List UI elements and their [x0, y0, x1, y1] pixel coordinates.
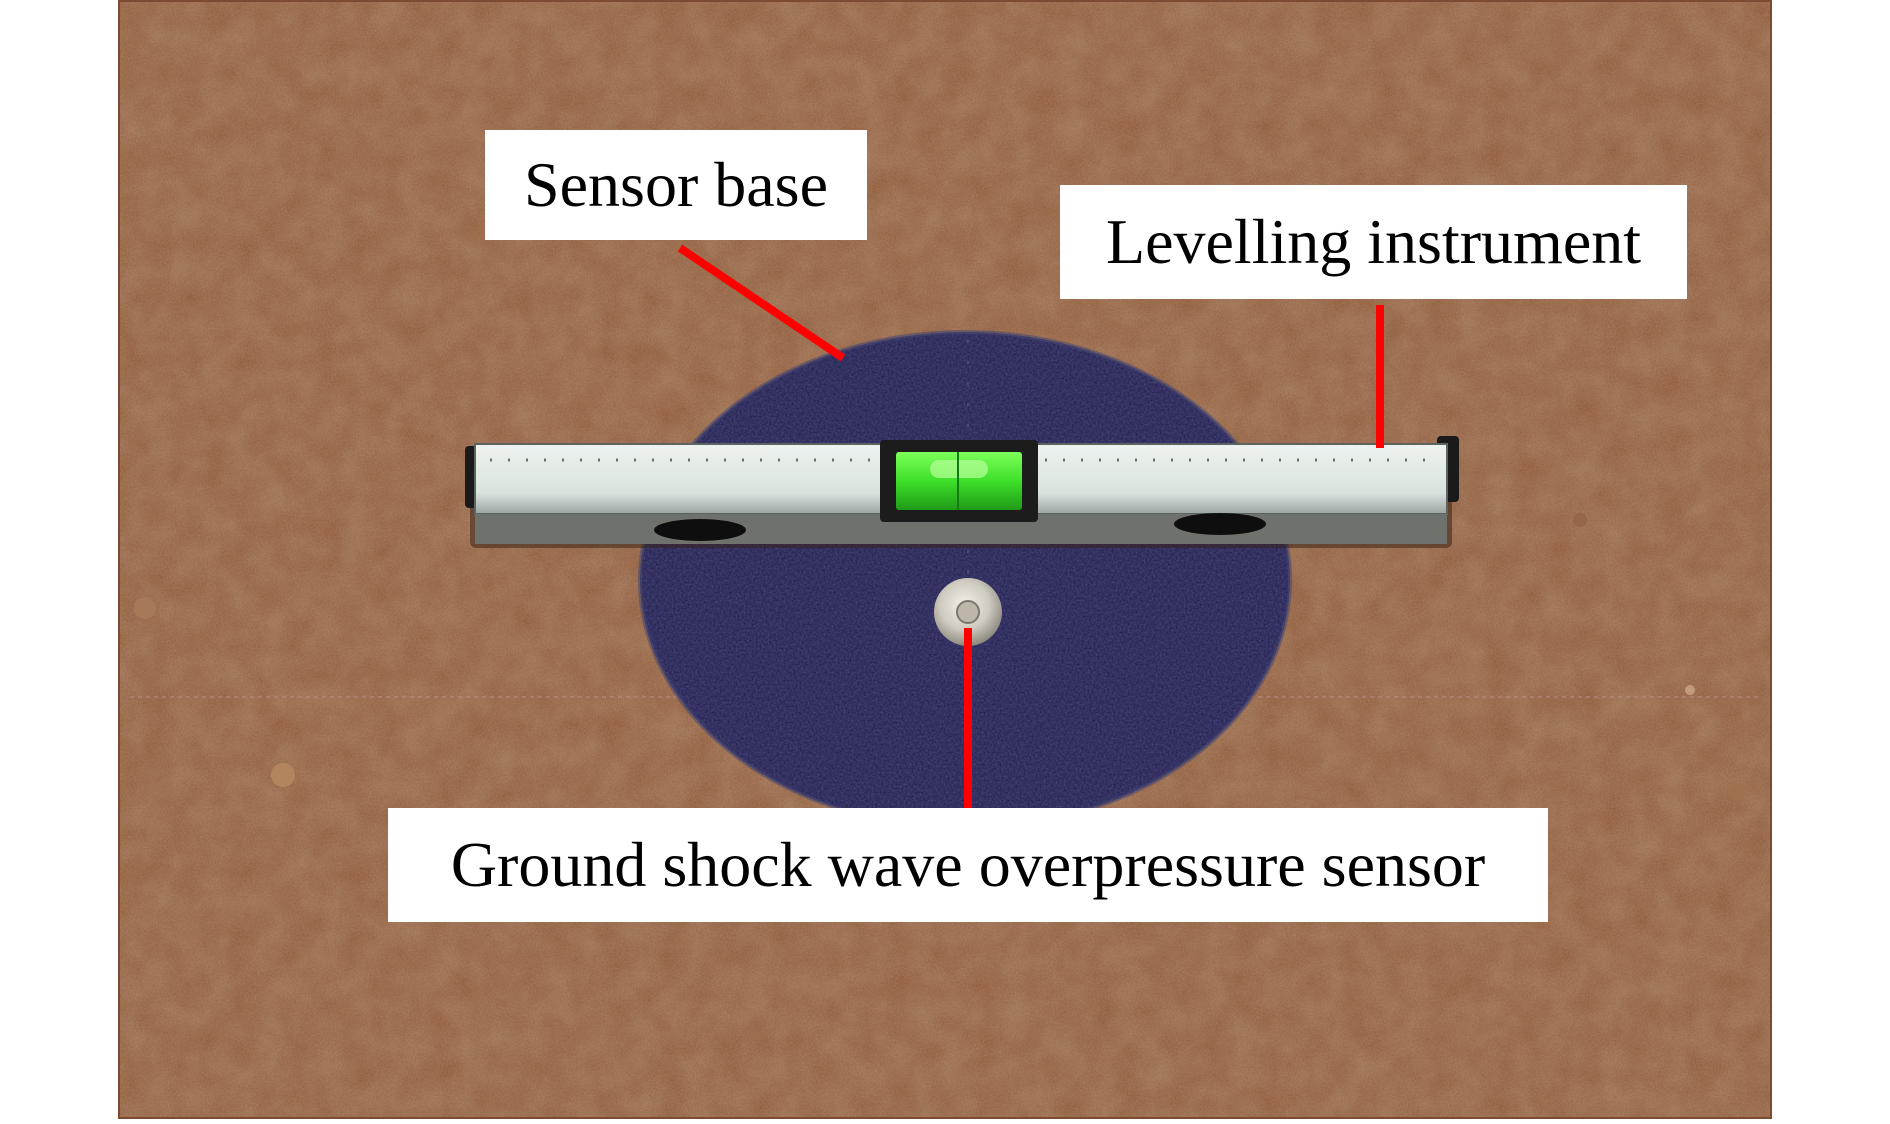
- label-ground-shock-sensor: Ground shock wave overpressure sensor: [388, 808, 1548, 922]
- overpressure-sensor: [934, 578, 1002, 646]
- leader-line-sensor-base: [677, 244, 846, 362]
- label-sensor-base: Sensor base: [485, 130, 867, 240]
- levelling-instrument: [465, 436, 1459, 548]
- leader-lines: [677, 244, 1384, 810]
- label-levelling-instrument: Levelling instrument: [1060, 185, 1687, 299]
